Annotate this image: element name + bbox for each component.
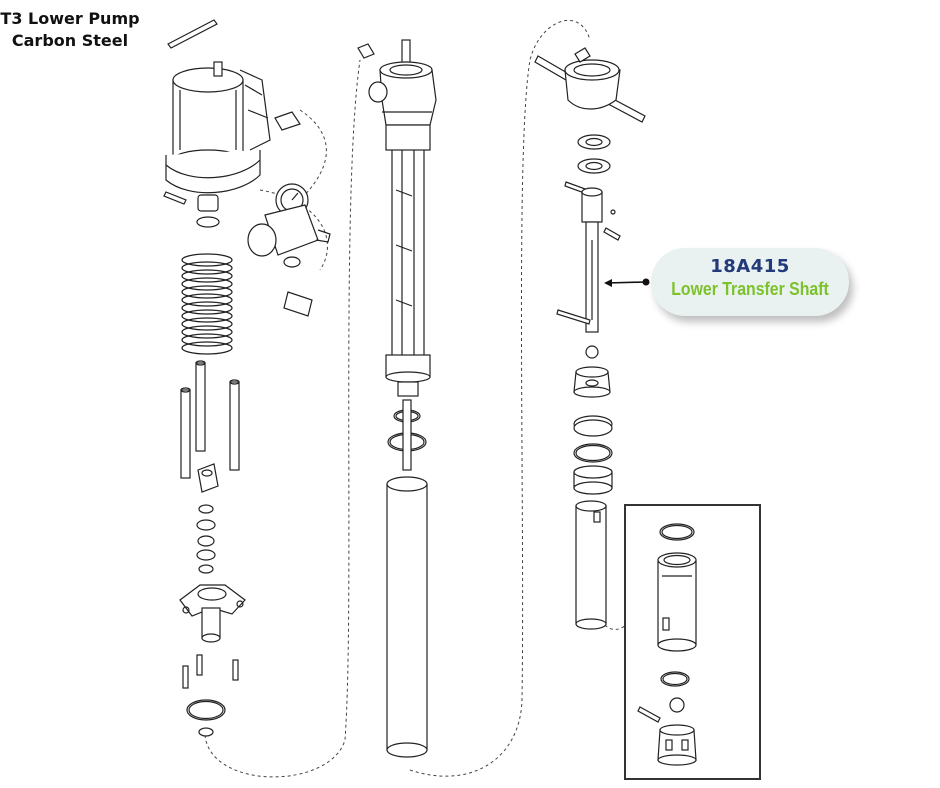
assembly-dashed-lines xyxy=(204,19,661,778)
callout-part-number: 18A415 xyxy=(710,256,790,277)
diagram-title: T3 Lower Pump Carbon Steel xyxy=(0,8,140,52)
gauge-regulator-part xyxy=(247,183,331,317)
left-column-parts xyxy=(163,19,331,737)
title-line-2: Carbon Steel xyxy=(11,31,129,50)
bolt-parts xyxy=(182,654,239,689)
base-flange-part xyxy=(179,584,246,643)
callout-part-name: Lower Transfer Shaft xyxy=(671,279,829,299)
fitting-parts xyxy=(163,111,301,228)
right-seal-parts xyxy=(573,415,613,495)
nut-part xyxy=(197,463,219,493)
middle-column-parts xyxy=(357,39,437,758)
seal-stack-parts xyxy=(196,504,216,574)
pin-part xyxy=(167,19,218,49)
title-line-1: T3 Lower Pump xyxy=(0,9,140,28)
clamp-handle-part xyxy=(534,47,646,123)
spring-part xyxy=(181,253,233,356)
detail-inset xyxy=(624,504,761,780)
tie-rod-parts xyxy=(180,360,240,479)
motor-housing-part xyxy=(165,61,271,194)
part-callout: 18A415 Lower Transfer Shaft xyxy=(651,248,849,316)
outlet-housing-part xyxy=(368,39,437,126)
displacement-rod-part xyxy=(385,124,431,397)
top-nut-part xyxy=(357,43,375,59)
right-column-parts xyxy=(534,47,646,630)
lower-transfer-shaft-part xyxy=(556,181,621,359)
valve-body-part xyxy=(573,366,611,398)
small-shaft-part xyxy=(402,399,412,471)
callout-leader-arrow xyxy=(604,278,650,287)
cylinder-part xyxy=(386,476,428,758)
right-washer-parts xyxy=(577,134,611,174)
bottom-oring-part xyxy=(186,699,226,737)
sleeve-part xyxy=(575,500,607,630)
